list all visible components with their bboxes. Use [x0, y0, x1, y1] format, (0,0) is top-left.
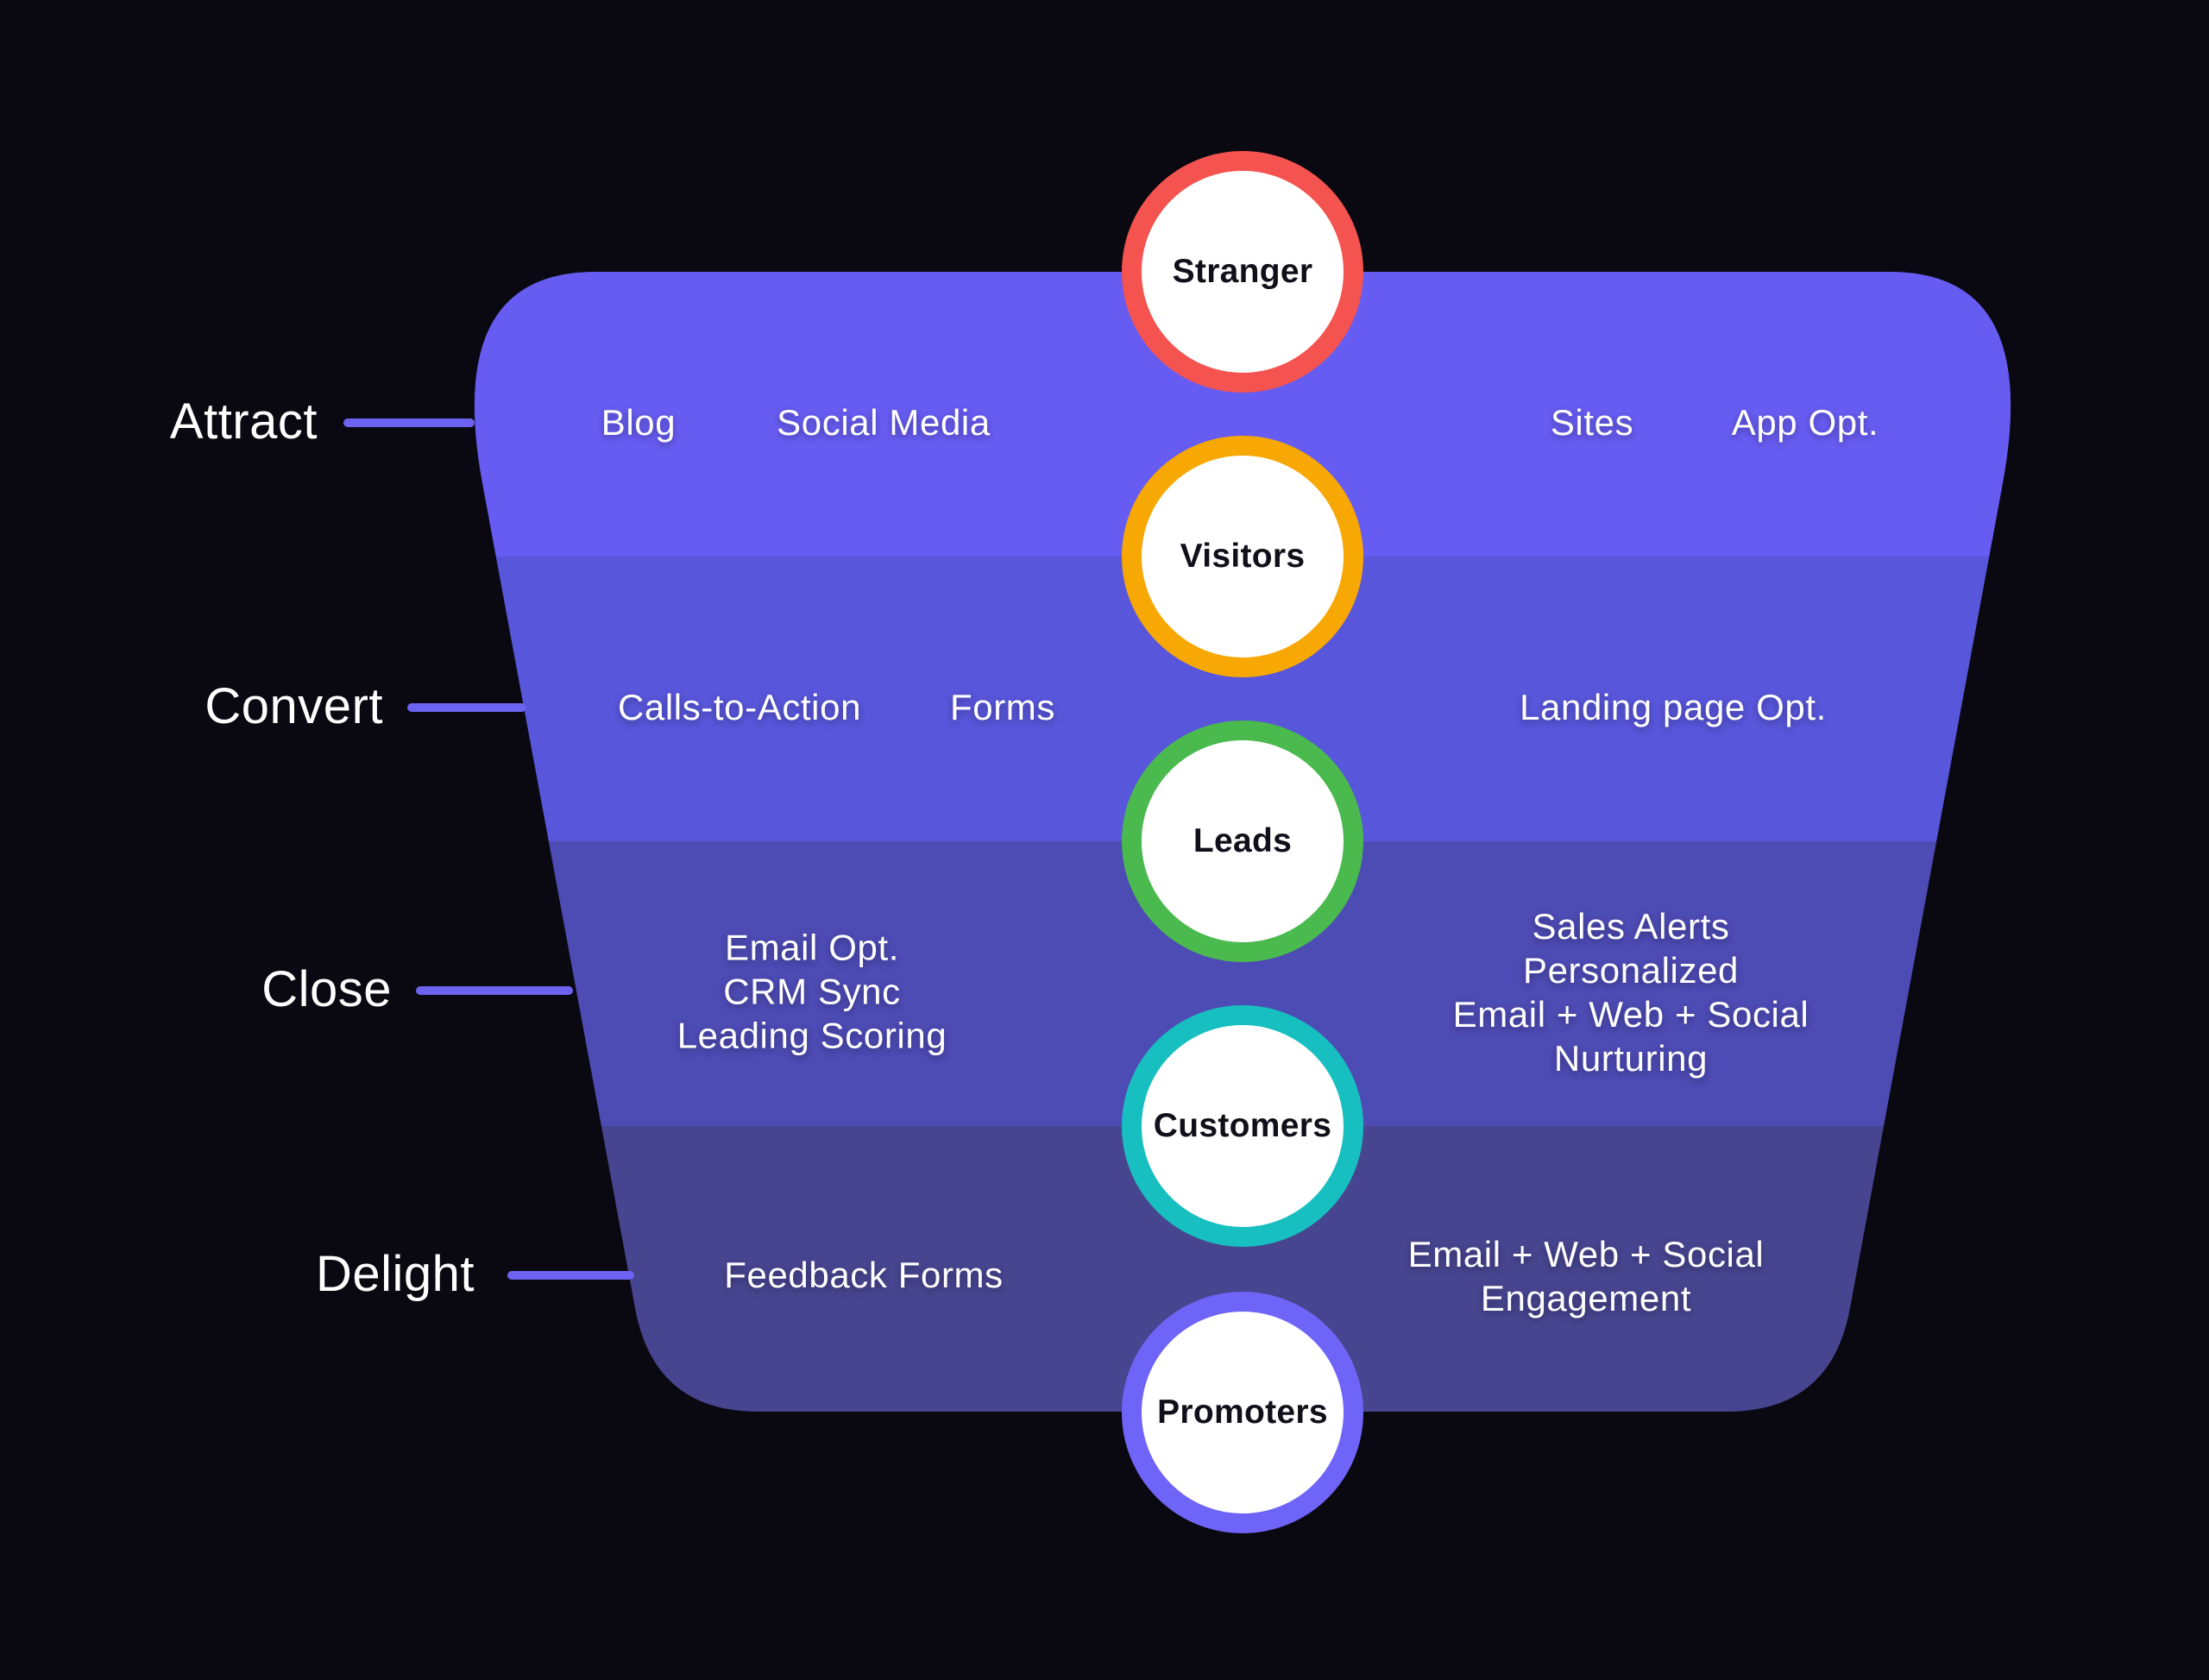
stage-label-attract: Attract	[169, 393, 318, 450]
tool-forms: Forms	[950, 687, 1055, 727]
node-label-visitors: Visitors	[1180, 538, 1306, 575]
tool-email-web-social: Email + Web + Social	[1452, 994, 1809, 1035]
stage-label-convert: Convert	[205, 678, 383, 735]
tool-feedback-forms: Feedback Forms	[724, 1255, 1004, 1295]
tool-sales-alerts: Sales Alerts	[1532, 906, 1730, 947]
connector-line-close	[416, 986, 573, 995]
stage-label-delight: Delight	[315, 1246, 475, 1303]
tool-personalized: Personalized	[1522, 950, 1739, 991]
tool-landing-page-opt: Landing page Opt.	[1520, 687, 1827, 727]
node-label-promoters: Promoters	[1157, 1394, 1328, 1431]
tool-email-opt: Email Opt.	[724, 927, 900, 968]
node-label-leads: Leads	[1193, 822, 1293, 859]
node-promoters: Promoters	[1122, 1292, 1363, 1533]
tool-social-media: Social Media	[777, 402, 991, 443]
connector-line-convert	[407, 703, 526, 712]
tool-block-delight-right: Email + Web + Social Engagement	[1408, 1232, 1765, 1320]
node-label-stranger: Stranger	[1172, 253, 1313, 290]
tool-sites: Sites	[1550, 402, 1634, 443]
node-visitors: Visitors	[1122, 436, 1363, 677]
tool-nurturing: Nurturing	[1553, 1038, 1709, 1079]
tool-leading-scoring: Leading Scoring	[677, 1015, 947, 1056]
node-customers: Customers	[1122, 1005, 1363, 1247]
stage-label-close: Close	[261, 961, 392, 1018]
node-stranger: Stranger	[1122, 151, 1363, 393]
tool-engagement: Engagement	[1480, 1278, 1692, 1318]
node-leads: Leads	[1122, 720, 1363, 962]
tool-calls-to-action: Calls-to-Action	[617, 687, 862, 727]
tool-block-close-left: Email Opt. CRM Sync Leading Scoring	[677, 926, 947, 1058]
tool-block-close-right: Sales Alerts Personalized Email + Web + …	[1453, 904, 1809, 1080]
tool-crm-sync: CRM Sync	[723, 971, 901, 1012]
connector-line-delight	[507, 1271, 634, 1280]
tool-app-opt: App Opt.	[1731, 402, 1879, 443]
tool-email-web-social-engagement: Email + Web + Social	[1407, 1234, 1765, 1274]
tool-blog: Blog	[601, 402, 677, 443]
node-label-customers: Customers	[1153, 1107, 1332, 1144]
connector-line-attract	[343, 418, 475, 427]
